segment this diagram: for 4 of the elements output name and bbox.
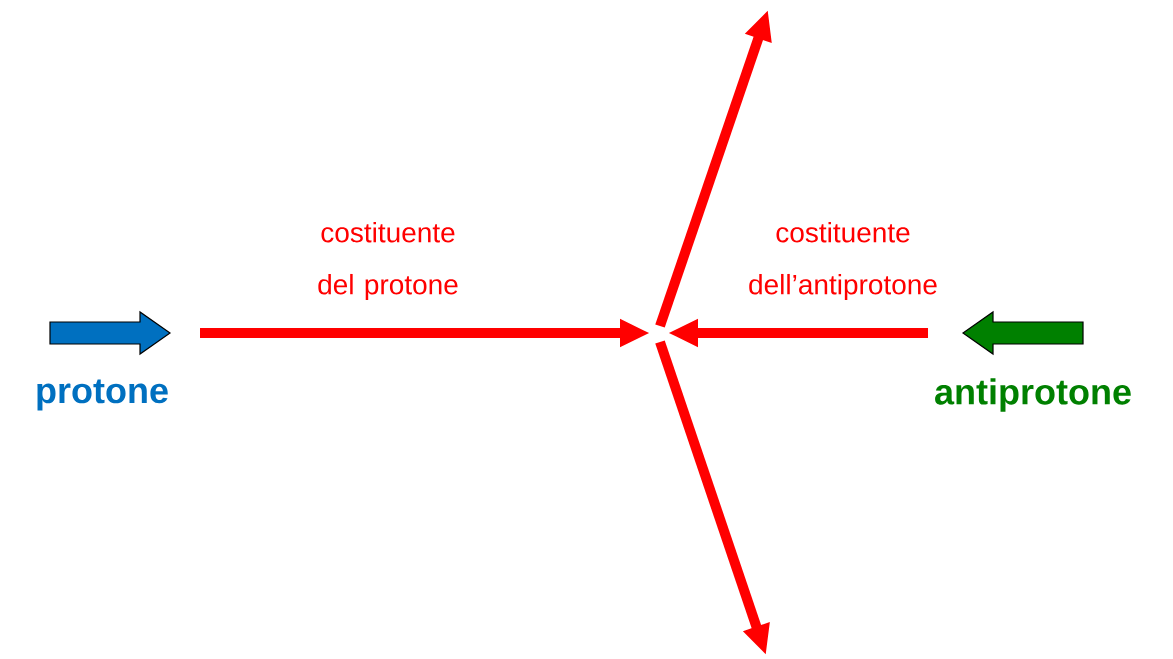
label-text: costituente del protone bbox=[318, 221, 458, 301]
label-text: costituente dell’antiprotone bbox=[749, 221, 937, 301]
label-text: protone bbox=[37, 379, 168, 411]
label-text: antiprotone bbox=[935, 378, 1131, 412]
